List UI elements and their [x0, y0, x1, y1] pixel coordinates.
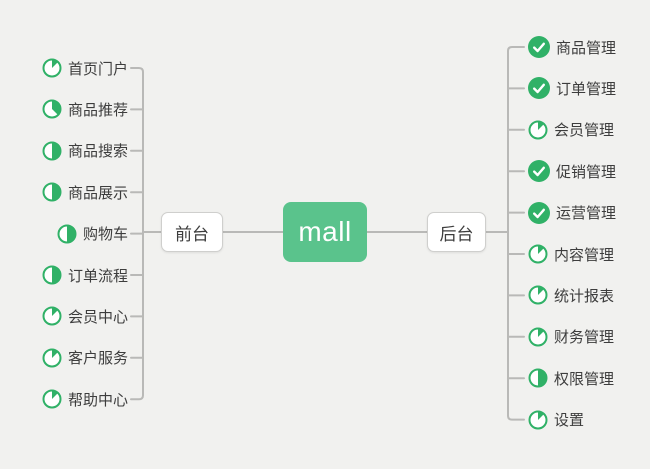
progress-pie-icon: [42, 141, 62, 161]
task-done-icon: [528, 36, 550, 58]
progress-pie-icon: [42, 58, 62, 78]
progress-pie-icon: [57, 224, 77, 244]
topic-item[interactable]: 设置: [528, 409, 584, 431]
topic-item[interactable]: 订单流程: [42, 264, 128, 286]
progress-pie-icon: [42, 265, 62, 285]
progress-pie-icon: [528, 120, 548, 140]
progress-pie-icon: [42, 306, 62, 326]
topic-item[interactable]: 客户服务: [42, 347, 128, 369]
topic-label: 促销管理: [556, 163, 617, 181]
topic-item[interactable]: 会员管理: [528, 119, 614, 141]
topic-label: 购物车: [82, 226, 128, 244]
topic-item[interactable]: 首页门户: [42, 57, 128, 79]
topic-item[interactable]: 内容管理: [528, 243, 614, 265]
progress-pie-icon: [42, 182, 62, 202]
topic-label: 订单管理: [556, 80, 617, 98]
task-done-icon: [528, 201, 550, 224]
topic-item[interactable]: 商品推荐: [42, 98, 128, 120]
topic-label: 统计报表: [554, 287, 615, 305]
topic-label: 商品推荐: [67, 101, 128, 119]
progress-pie-icon: [528, 285, 548, 305]
topic-label: 客户服务: [67, 350, 128, 368]
topic-label: 首页门户: [67, 60, 128, 78]
progress-pie-icon: [528, 244, 548, 264]
topic-item[interactable]: 运营管理: [528, 201, 617, 224]
topic-label: 帮助中心: [67, 391, 128, 409]
branch-node-frontend[interactable]: 前台: [161, 212, 223, 252]
topic-item[interactable]: 促销管理: [528, 160, 617, 183]
topic-label: 财务管理: [554, 329, 615, 347]
topic-item[interactable]: 会员中心: [42, 305, 128, 327]
topic-item[interactable]: 商品展示: [42, 181, 128, 203]
topic-label: 订单流程: [67, 267, 128, 285]
topic-item[interactable]: 购物车: [57, 223, 128, 245]
topic-label: 商品管理: [556, 39, 617, 57]
topic-label: 会员管理: [554, 122, 615, 140]
topic-item[interactable]: 商品搜索: [42, 140, 128, 162]
progress-pie-icon: [528, 410, 548, 430]
progress-pie-icon: [42, 348, 62, 368]
topic-item[interactable]: 商品管理: [528, 36, 616, 58]
topic-item[interactable]: 订单管理: [528, 77, 617, 100]
topic-label: 设置: [554, 412, 585, 430]
topic-label: 内容管理: [554, 246, 615, 264]
root-node-mall[interactable]: mall: [283, 202, 367, 262]
topic-item[interactable]: 帮助中心: [42, 388, 128, 410]
progress-pie-icon: [42, 389, 62, 409]
task-done-icon: [528, 160, 550, 183]
progress-pie-icon: [528, 327, 548, 347]
topic-label: 商品展示: [67, 184, 128, 202]
task-done-icon: [528, 77, 550, 100]
topic-item[interactable]: 财务管理: [528, 326, 614, 348]
topic-item[interactable]: 统计报表: [528, 284, 614, 306]
progress-pie-icon: [42, 99, 62, 119]
topic-label: 商品搜索: [67, 143, 128, 161]
topic-label: 运营管理: [556, 205, 617, 223]
progress-pie-icon: [528, 368, 548, 388]
topic-label: 会员中心: [67, 308, 128, 326]
topic-item[interactable]: 权限管理: [528, 367, 614, 389]
branch-node-backend[interactable]: 后台: [427, 212, 486, 252]
topic-label: 权限管理: [554, 370, 615, 388]
